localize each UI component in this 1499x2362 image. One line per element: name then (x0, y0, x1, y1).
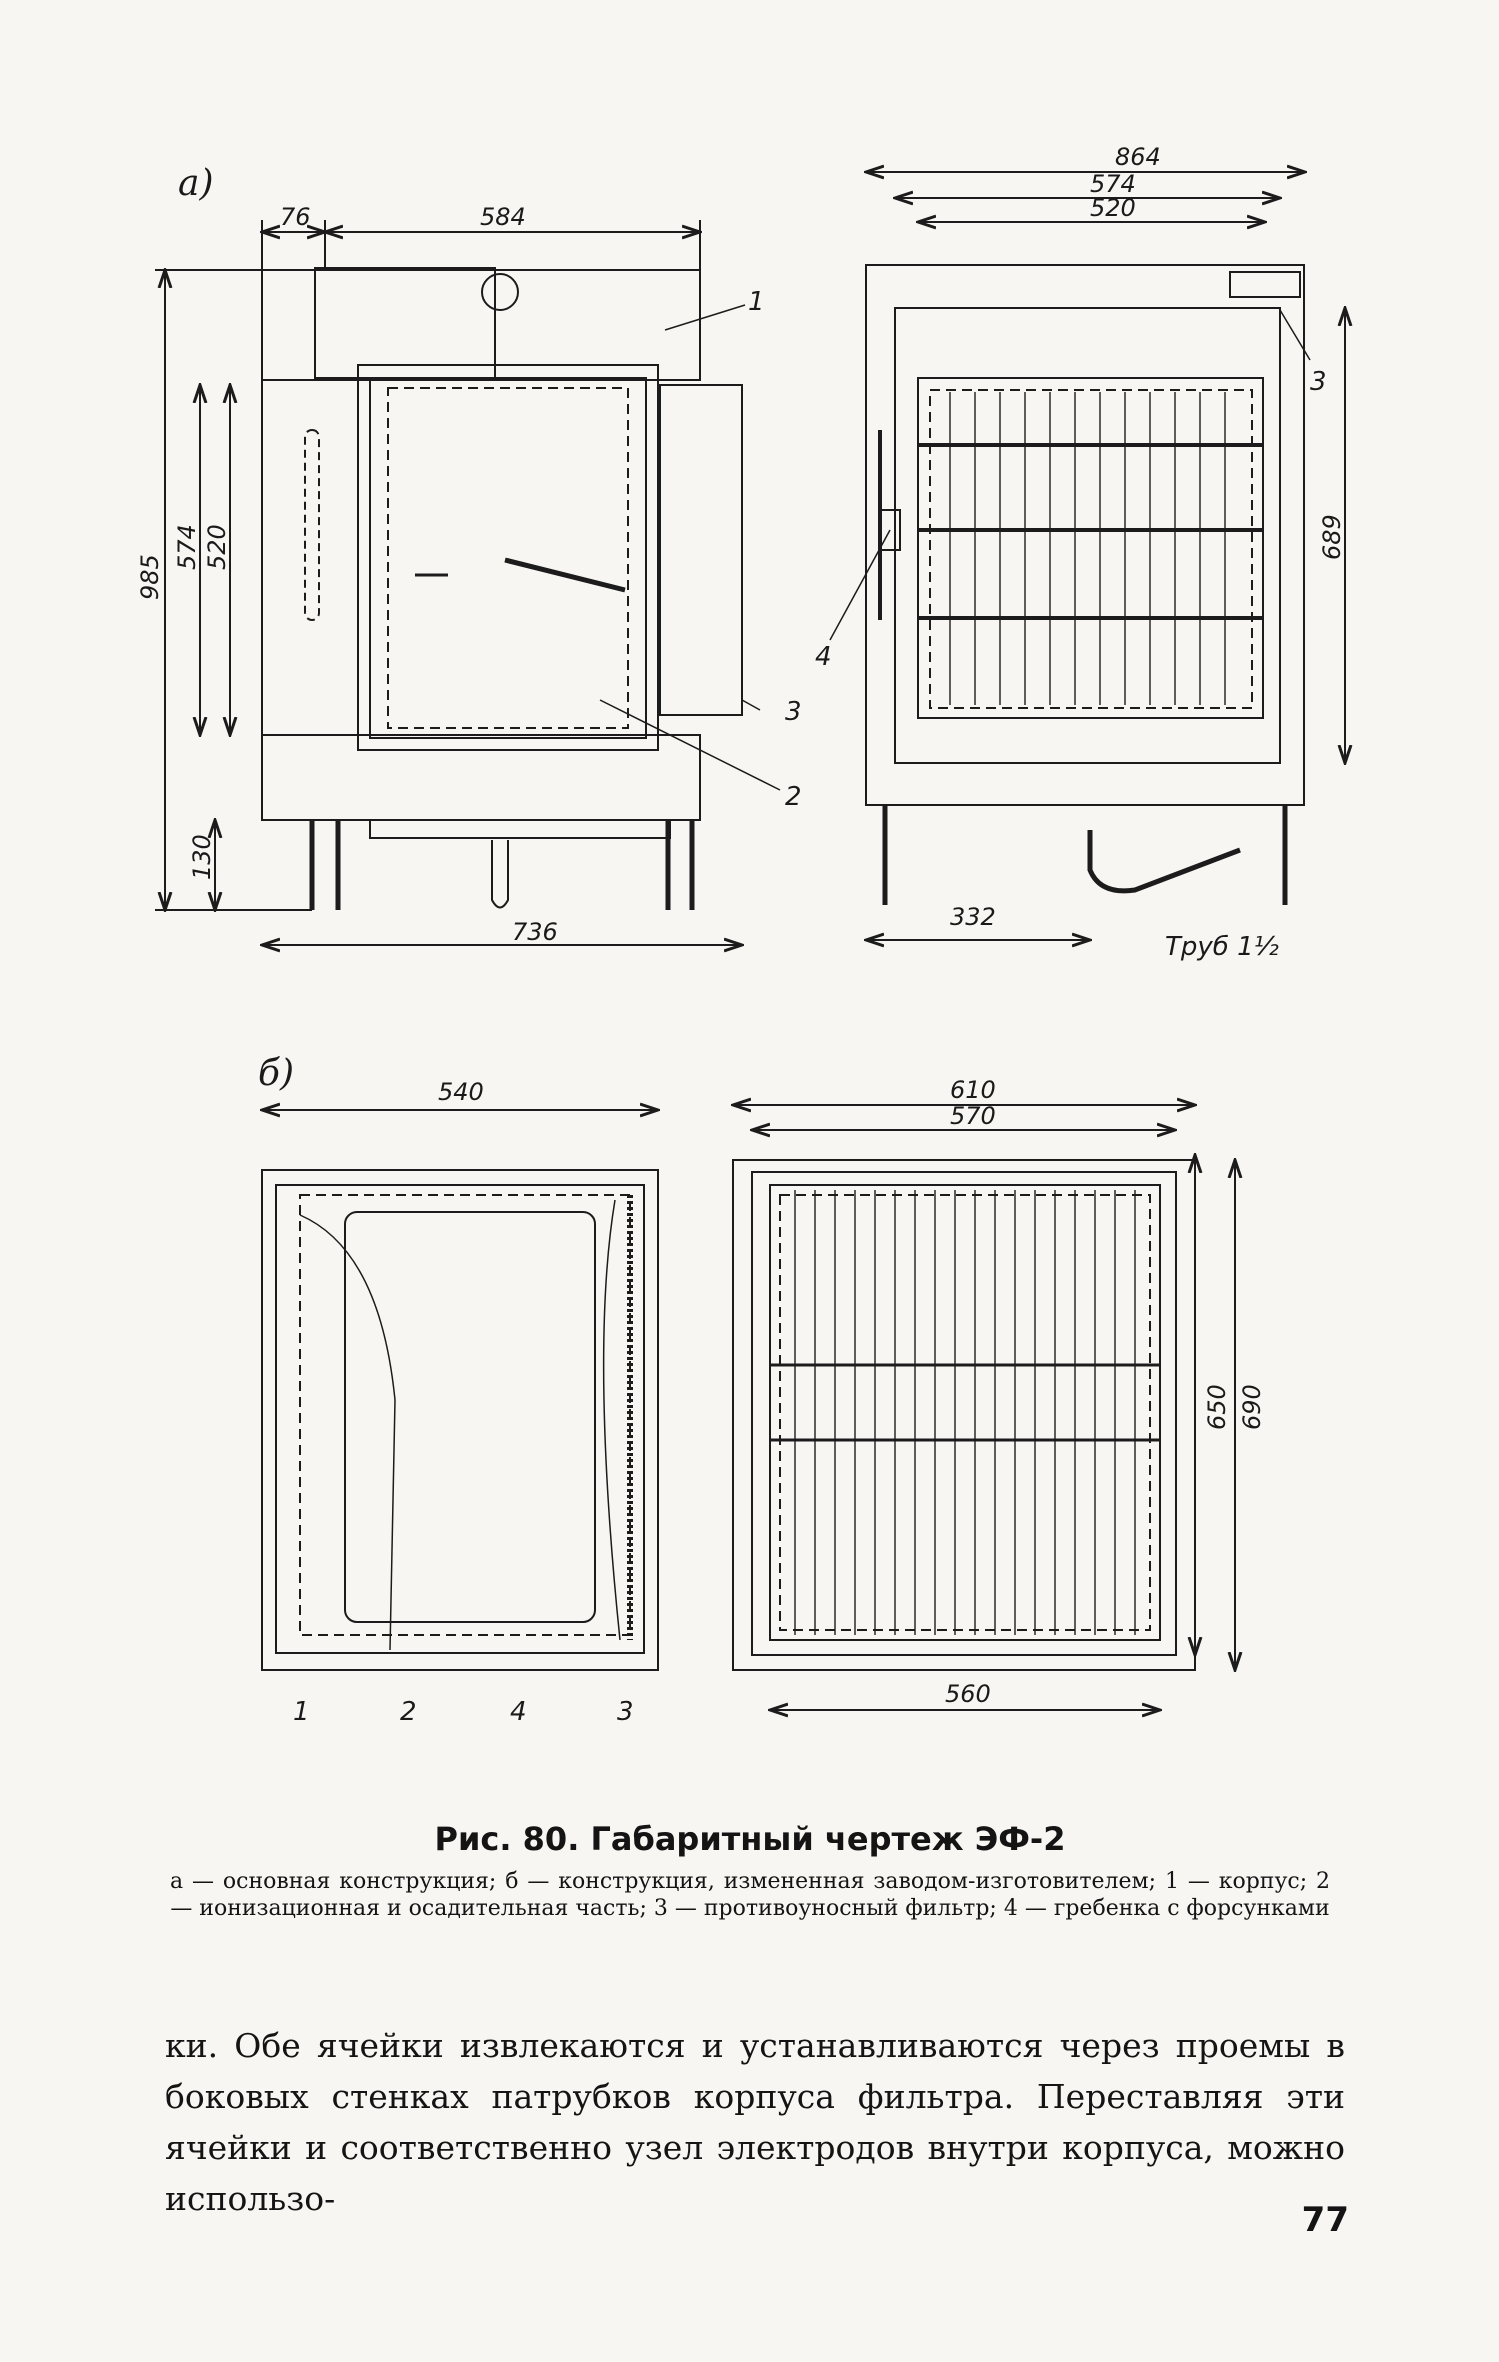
callout-a-3: 3 (785, 697, 802, 727)
dim-736: 736 (512, 918, 558, 946)
callout-b-1: 1 (293, 1697, 310, 1727)
callout-b-4: 4 (510, 1697, 527, 1727)
dim-570: 570 (950, 1102, 996, 1130)
view-b-side: б) 540 1 2 4 3 (258, 1053, 658, 1727)
dim-76: 76 (280, 203, 311, 231)
callout-b-2: 2 (400, 1697, 417, 1727)
figure-tag-a: а) (178, 163, 214, 204)
dim-574-front: 574 (1090, 170, 1136, 198)
dim-130: 130 (188, 834, 216, 880)
body-paragraph: ки. Обе ячейки извлекаются и устанавлива… (165, 2026, 1345, 2218)
view-b-front: 610 570 650 690 560 (733, 1076, 1266, 1710)
caption-title: Рис. 80. Габаритный чертеж ЭФ-2 (434, 1820, 1066, 1858)
technical-drawing: а) 76 584 985 574 52 (136, 143, 1499, 1727)
dim-584: 584 (480, 203, 526, 231)
callout-a-1: 1 (748, 287, 765, 317)
caption-legend: а — основная конструкция; б — конструкци… (170, 1869, 1330, 1921)
dim-610: 610 (950, 1076, 996, 1104)
page-number: 77 (1301, 2200, 1349, 2240)
dim-650: 650 (1203, 1384, 1231, 1430)
callout-b-3: 3 (617, 1697, 634, 1727)
dim-985: 985 (136, 554, 164, 600)
dim-574: 574 (173, 524, 201, 570)
dim-560: 560 (945, 1680, 991, 1708)
pipe-label: Труб 1½ (1165, 932, 1279, 962)
dim-332: 332 (950, 903, 996, 931)
dim-864: 864 (1115, 143, 1161, 171)
callout-front-3: 3 (1310, 367, 1327, 397)
dim-689: 689 (1318, 514, 1346, 560)
view-a-side: а) 76 584 985 574 52 (136, 163, 802, 946)
dim-690: 690 (1238, 1384, 1266, 1430)
view-a-front: 864 574 520 689 332 Труб 1½ 3 4 (815, 143, 1346, 962)
dim-520: 520 (203, 524, 231, 570)
dim-540: 540 (438, 1078, 484, 1106)
callout-a-2: 2 (785, 782, 802, 812)
callout-front-4: 4 (815, 642, 832, 672)
figure-tag-b: б) (258, 1053, 294, 1094)
figure-caption: Рис. 80. Габаритный чертеж ЭФ-2 а — осно… (170, 1820, 1330, 1922)
dim-520-front: 520 (1090, 194, 1136, 222)
